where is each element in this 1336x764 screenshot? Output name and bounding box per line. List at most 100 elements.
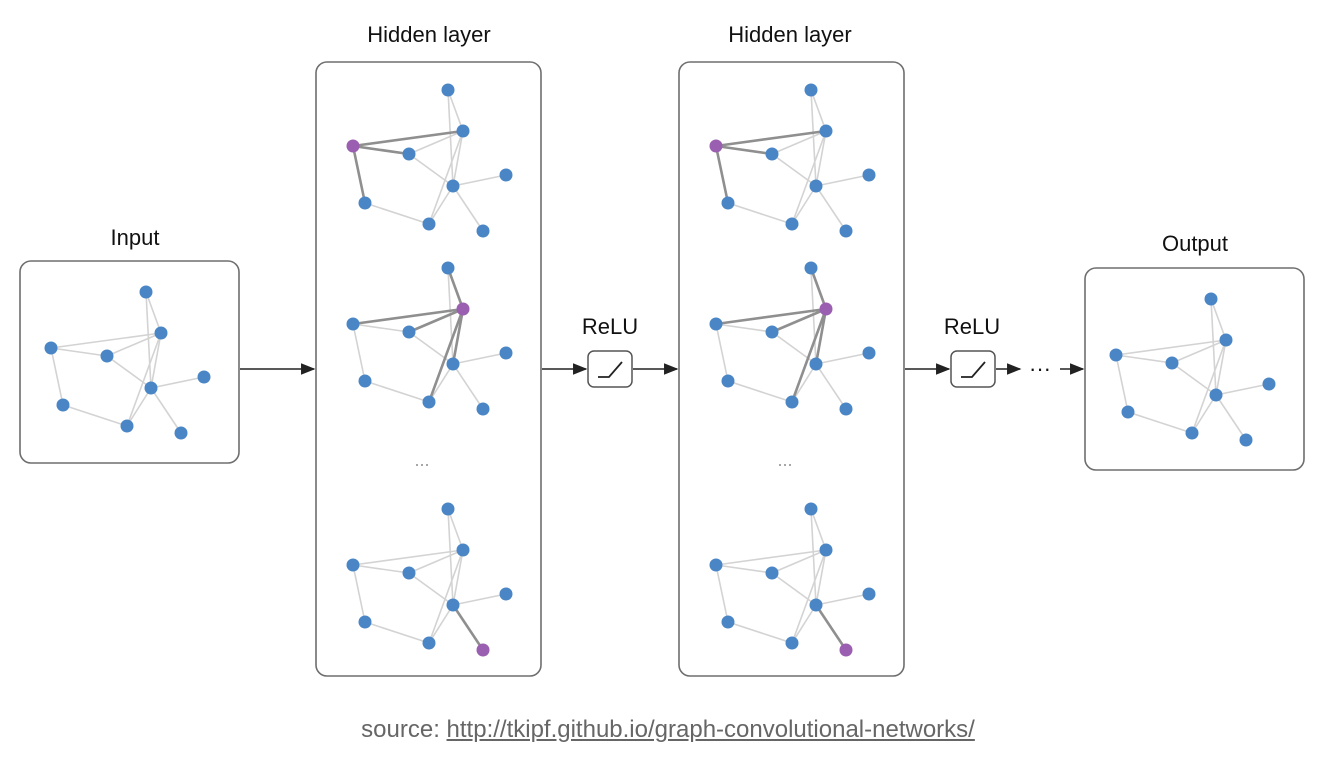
hidden-layer-1-title: Hidden layer [367,22,491,47]
active-edge-A-C [352,144,410,156]
node-G [721,374,735,388]
edge-E-H [428,185,454,225]
edge-E-H [126,387,152,427]
edge-E-F [815,593,870,606]
node-H [422,217,436,231]
node-G [358,196,372,210]
graph-hidden1-mid [346,261,513,416]
node-G [358,374,372,388]
edge-B-D [1210,298,1227,341]
active-edge-C-D [771,307,827,334]
edge-D-H [428,130,464,225]
node-F [862,346,876,360]
graph-hidden2-bot [709,502,876,657]
node-H [785,395,799,409]
edge-A-G [715,564,729,623]
node-B [804,261,818,275]
node-I [174,426,188,440]
active-edge-A-D [352,307,464,326]
node-F [499,587,513,601]
edge-C-D [408,549,464,574]
active-edge-D-E [814,308,828,365]
highlighted-node-D [456,302,470,316]
hidden-layer-2-title: Hidden layer [728,22,852,47]
node-H [120,419,134,433]
node-G [56,398,70,412]
node-F [499,168,513,182]
node-F [499,346,513,360]
active-edge-E-I [451,604,485,651]
active-edge-A-D [715,129,827,148]
edge-E-F [452,593,507,606]
node-H [785,636,799,650]
edge-C-D [771,130,827,155]
edge-E-F [150,376,205,389]
edge-E-H [428,363,454,403]
graph-output [1109,292,1276,447]
edge-C-D [771,549,827,574]
node-G [358,615,372,629]
source-link[interactable]: http://tkipf.github.io/graph-convolution… [446,716,975,743]
node-A [346,558,360,572]
edge-E-I [150,387,182,434]
node-B [441,83,455,97]
graph-hidden2-top [709,83,876,238]
node-E [446,179,460,193]
node-E [446,598,460,612]
edge-E-F [452,174,507,187]
active-edge-B-D [446,267,465,310]
edge-D-E [1215,339,1227,396]
edge-E-H [1191,394,1217,434]
edge-B-E [447,508,454,606]
highlighted-node-D [819,302,833,316]
node-I [839,402,853,416]
edge-A-C [352,323,410,333]
edge-A-C [1115,354,1173,364]
edge-A-C [715,323,773,333]
node-A [709,558,723,572]
graph-hidden2-mid [709,261,876,416]
edge-E-F [452,352,507,365]
edge-C-D [106,332,162,357]
hidden-layer-2-ellipsis: ... [777,450,792,470]
node-E [809,598,823,612]
active-edge-D-H [790,308,828,403]
relu-2-label: ReLU [944,314,1000,339]
active-edge-A-G [714,145,730,204]
node-A [346,317,360,331]
active-edge-A-G [351,145,367,204]
hidden-layer-2-box [678,61,905,677]
graph-hidden1-bot [346,502,513,657]
active-edge-A-D [715,307,827,326]
edge-B-E [1210,298,1217,396]
node-I [1239,433,1253,447]
edge-D-E [815,130,827,187]
edge-G-H [727,380,793,403]
edge-D-H [428,549,464,644]
active-edge-B-D [809,267,828,310]
output-box [1084,267,1305,471]
node-C [765,325,779,339]
node-D [819,543,833,557]
node-H [422,636,436,650]
edge-A-G [1115,354,1129,413]
edge-B-E [810,267,817,365]
edge-D-H [1191,339,1227,434]
edge-G-H [62,404,128,427]
edge-A-D [352,549,464,566]
node-G [721,196,735,210]
edge-E-F [1215,383,1270,396]
node-F [1262,377,1276,391]
node-C [765,147,779,161]
node-B [1204,292,1218,306]
active-edge-D-E [451,308,465,365]
edge-E-F [815,352,870,365]
node-C [402,147,416,161]
edge-G-H [1127,411,1193,434]
node-B [441,261,455,275]
edge-B-E [810,89,817,187]
output-title: Output [1162,231,1228,256]
node-E [809,357,823,371]
edge-A-C [50,347,108,357]
